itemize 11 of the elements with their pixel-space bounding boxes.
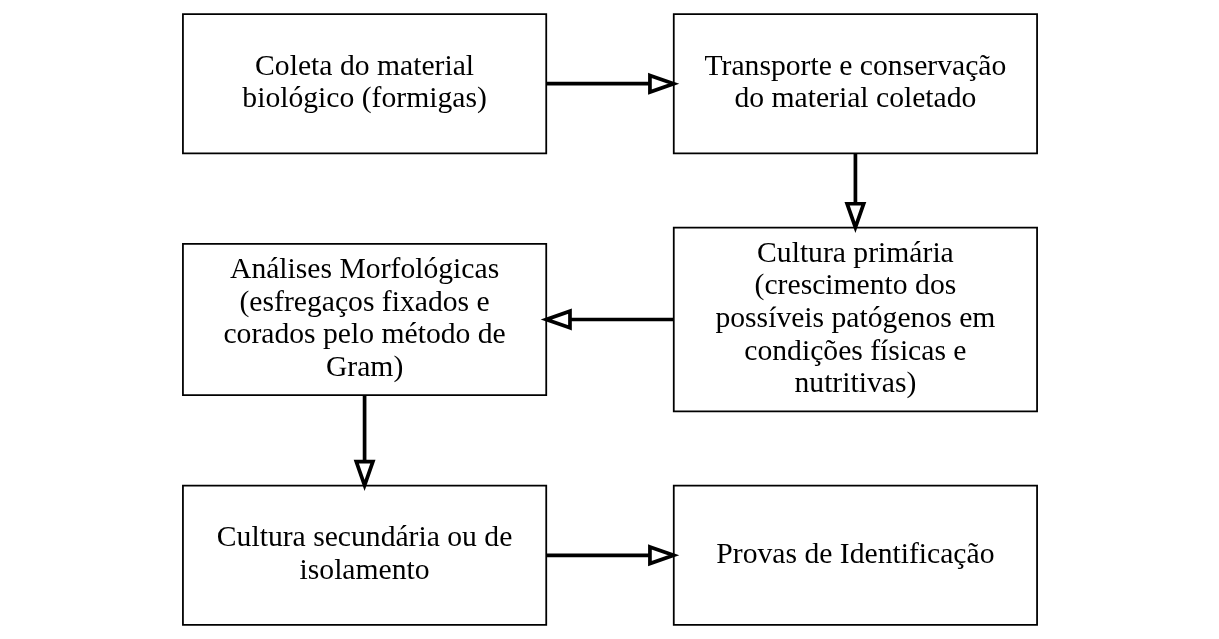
node-box: Provas de Identificação (672, 484, 1038, 626)
arrow (545, 72, 679, 95)
arrow (540, 308, 674, 331)
node-box: Análises Morfológicas (esfregaços fixados e corados pelo método de Gram) (181, 243, 547, 396)
node-box: Cultura primária (crescimento dos possíveis patógenos em condições físicas e nutritivas) (672, 226, 1038, 413)
arrow (545, 544, 679, 567)
arrow (353, 395, 375, 491)
node-box: Coleta do material biológico (formigas) (181, 13, 547, 155)
arrow (844, 153, 866, 234)
node-box: Cultura secundária ou de isolamento (181, 484, 547, 626)
node-box: Transporte e conservação do material coletado (672, 13, 1038, 155)
